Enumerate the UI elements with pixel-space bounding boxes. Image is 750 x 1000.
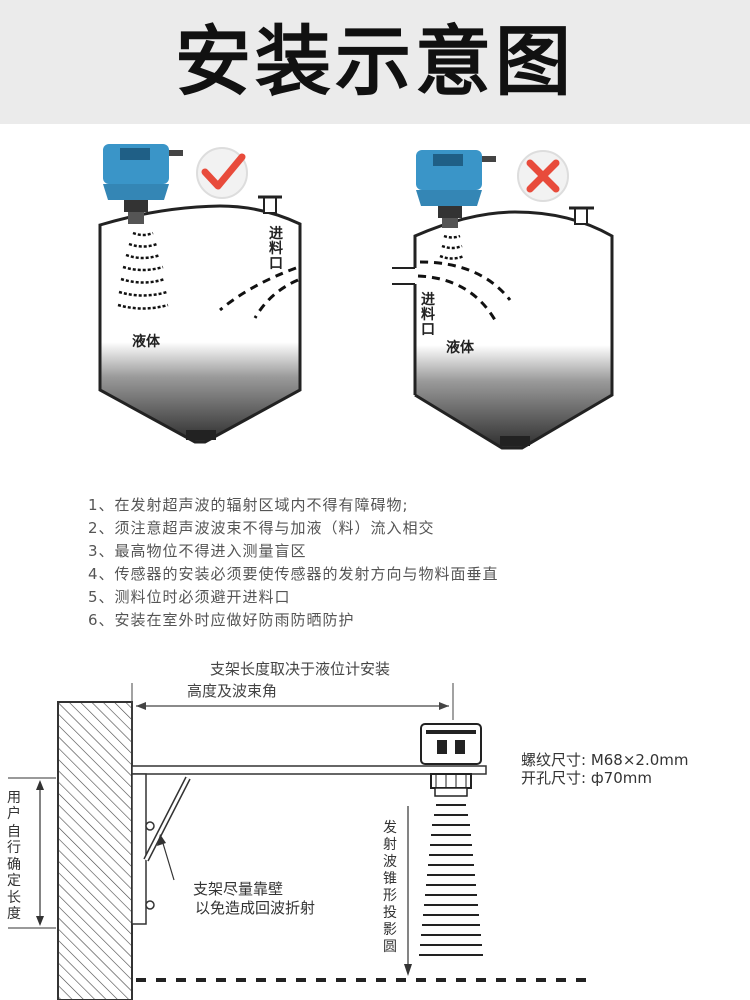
bracket-length-note: 支架长度取决于液位计安装 <box>210 660 390 678</box>
tank-comparison-diagram: 液体 进 料 口 <box>98 144 614 450</box>
wave-beam <box>419 804 483 956</box>
user-length-char: 自 <box>7 824 21 840</box>
installation-notes: 1、在发射超声波的辐射区域内不得有障碍物; 2、须注意超声波波束不得与加液（料）… <box>88 494 708 632</box>
note-item: 1、在发射超声波的辐射区域内不得有障碍物; <box>88 496 409 514</box>
note-item: 6、安装在室外时应做好防雨防晒防护 <box>88 611 355 629</box>
cone-label-char: 圆 <box>383 939 397 955</box>
ultrasonic-wave-icon <box>439 234 465 260</box>
cone-label-char: 影 <box>383 922 397 938</box>
user-length-char: 行 <box>7 840 21 856</box>
wall-note: 支架尽量靠壁 <box>193 880 283 898</box>
tank-incorrect: 液体 进 料 口 <box>392 150 614 450</box>
cone-label-char: 锥 <box>383 871 397 887</box>
liquid-label: 液体 <box>132 333 161 350</box>
inlet-label-char: 料 <box>269 240 283 257</box>
tank-correct: 液体 进 料 口 <box>98 144 302 444</box>
inlet-label-char: 料 <box>421 306 435 323</box>
wall <box>57 701 133 1000</box>
sensor-icon <box>103 144 183 224</box>
liquid-label: 液体 <box>446 339 475 356</box>
ultrasonic-wave-icon <box>117 231 169 310</box>
user-length-char: 度 <box>7 906 21 922</box>
inlet-label-char: 进 <box>421 292 435 308</box>
cross-icon <box>517 150 569 202</box>
cone-label-char: 波 <box>383 854 397 870</box>
note-item: 3、最高物位不得进入测量盲区 <box>88 542 307 560</box>
user-length-char: 定 <box>7 873 21 889</box>
user-length-char: 长 <box>7 890 21 906</box>
user-length-char: 用 <box>7 790 21 806</box>
wall-note: 以免造成回波折射 <box>195 899 315 917</box>
note-item: 2、须注意超声波波束不得与加液（料）流入相交 <box>88 519 435 537</box>
page-title: 安装示意图 <box>175 17 575 106</box>
user-length-char: 户 <box>7 805 21 822</box>
bracket-installation-diagram: 支架长度取决于液位计安装 高度及波束角 支架尽量靠壁 以免造成回波折射 用 户 … <box>7 660 689 1000</box>
cone-label-char: 形 <box>383 888 397 904</box>
bracket-length-note: 高度及波束角 <box>187 682 277 700</box>
inlet-label-char: 口 <box>421 322 435 338</box>
check-icon <box>196 147 248 199</box>
user-length-char: 确 <box>7 857 21 873</box>
sensor-icon <box>420 723 482 797</box>
inlet-label-char: 口 <box>269 256 283 272</box>
cone-label-char: 射 <box>383 837 397 853</box>
hole-size: 开孔尺寸: ф70mm <box>521 769 652 787</box>
note-item: 5、测料位时必须避开进料口 <box>88 588 291 606</box>
cone-label-char: 投 <box>383 905 397 921</box>
cone-label-char: 发 <box>383 820 397 836</box>
note-item: 4、传感器的安装必须要使传感器的发射方向与物料面垂直 <box>88 565 499 583</box>
sensor-icon <box>416 150 496 228</box>
title-banner: 安装示意图 <box>0 0 750 124</box>
inlet-label-char: 进 <box>269 226 283 242</box>
thread-size: 螺纹尺寸: M68×2.0mm <box>521 751 689 769</box>
